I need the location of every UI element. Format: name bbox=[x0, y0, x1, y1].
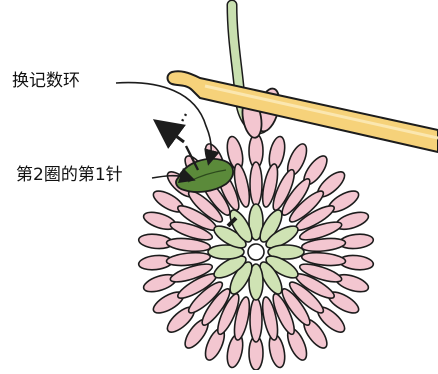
outer-post-stitch bbox=[250, 162, 262, 206]
direction-arrow-icon bbox=[165, 114, 198, 170]
crochet-hook-icon bbox=[168, 71, 438, 152]
first-stitch-label: 第2圈的第1针 bbox=[16, 167, 123, 184]
ring-center bbox=[248, 244, 264, 260]
move-marker-label: 换记数环 bbox=[12, 73, 80, 90]
outer-post-stitch bbox=[250, 298, 262, 342]
